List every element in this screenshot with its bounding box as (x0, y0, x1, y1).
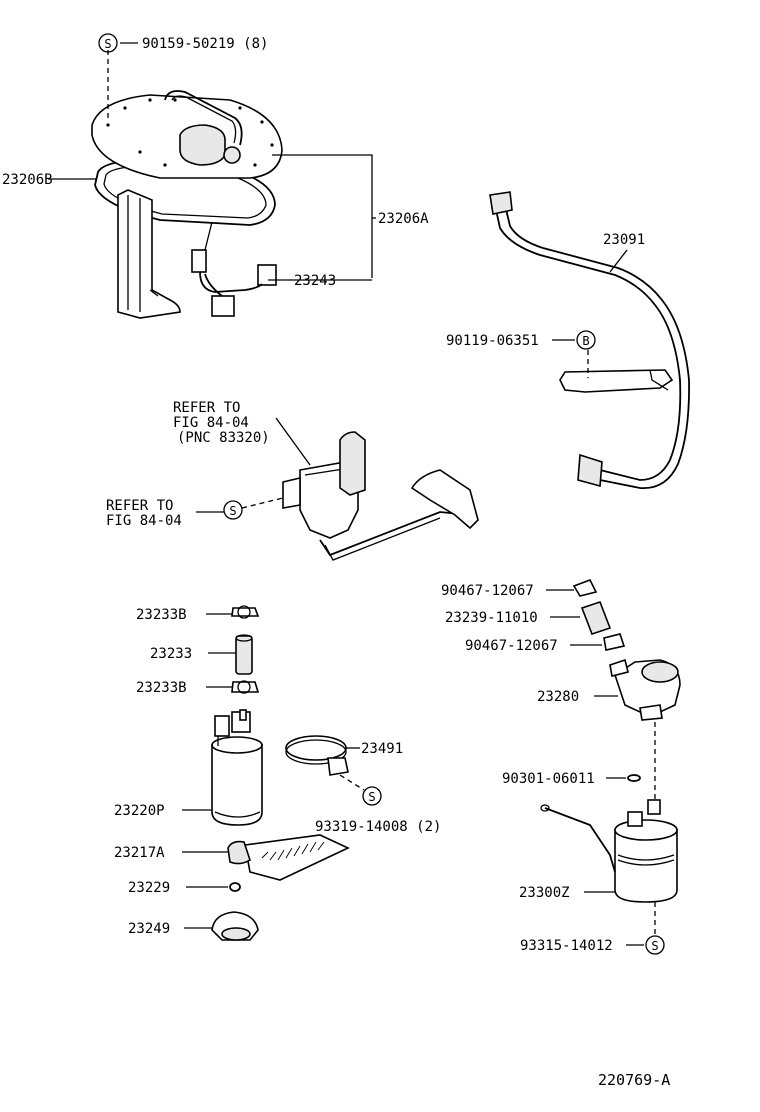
label-90301-06011: 90301-06011 (502, 771, 595, 787)
symbol-s-90159: S (98, 33, 118, 53)
fuel-hose-23091[interactable] (489, 191, 690, 489)
pump-band-23491[interactable] (285, 735, 349, 776)
label-23217A: 23217A (114, 845, 165, 861)
symbol-s-refer: S (223, 500, 243, 520)
symbol-b-90119: B (576, 330, 596, 350)
label-90159-50219: 90159-50219 (8) (142, 36, 268, 52)
label-pnc-83320: (PNC 83320) (177, 430, 270, 446)
fuel-filter-23300Z[interactable] (540, 799, 678, 903)
label-23091: 23091 (603, 232, 645, 248)
fuel-pump-23220P[interactable] (211, 709, 263, 826)
o-ring-90301[interactable] (627, 774, 641, 782)
label-93319-14008: 93319-14008 (2) (315, 819, 441, 835)
svg-text:B: B (582, 334, 589, 348)
label-23206A: 23206A (378, 211, 429, 227)
pump-bracket[interactable] (117, 189, 181, 319)
clip-90467-top[interactable] (572, 578, 598, 597)
label-23206B: 23206B (2, 172, 53, 188)
o-ring-23229[interactable] (229, 882, 241, 892)
figure-id: 220769-A (598, 1071, 670, 1089)
fuel-filter-23217A[interactable] (227, 834, 350, 881)
label-23229: 23229 (128, 880, 170, 896)
label-90119-06351: 90119-06351 (446, 333, 539, 349)
fuel-sender-plate[interactable] (91, 90, 283, 179)
symbol-s-93319: S (362, 786, 382, 806)
label-23233B-bottom: 23233B (136, 680, 187, 696)
label-refer-to-2: REFER TO (106, 498, 173, 514)
cushion-23249[interactable] (211, 911, 259, 941)
label-23239-11010: 23239-11010 (445, 610, 538, 626)
clip-23233B-bottom[interactable] (231, 680, 260, 694)
svg-text:S: S (368, 790, 375, 804)
label-90467-12067-bottom: 90467-12067 (465, 638, 558, 654)
hose-23239[interactable] (580, 600, 612, 636)
label-fig-84-04-1: FIG 84-04 (173, 415, 249, 431)
pressure-regulator-23280[interactable] (609, 658, 681, 721)
clip-23233B-top[interactable] (231, 605, 260, 619)
fuel-sender-gauge[interactable] (282, 431, 479, 561)
label-23233B-top: 23233B (136, 607, 187, 623)
label-fig-84-04-2: FIG 84-04 (106, 513, 182, 529)
label-23233: 23233 (150, 646, 192, 662)
label-refer-to-1: REFER TO (173, 400, 240, 416)
hose-23233[interactable] (235, 634, 253, 675)
clip-90467-bottom[interactable] (603, 633, 626, 651)
label-23243: 23243 (294, 273, 336, 289)
svg-text:S: S (229, 504, 236, 518)
symbol-s-93315: S (645, 935, 665, 955)
label-93315-14012: 93315-14012 (520, 938, 613, 954)
svg-text:S: S (104, 37, 111, 51)
label-23280: 23280 (537, 689, 579, 705)
label-23220P: 23220P (114, 803, 165, 819)
label-23300Z: 23300Z (519, 885, 570, 901)
label-90467-12067-top: 90467-12067 (441, 583, 534, 599)
hose-clamp-bracket[interactable] (559, 369, 674, 393)
svg-text:S: S (651, 939, 658, 953)
label-23491: 23491 (361, 741, 403, 757)
label-23249: 23249 (128, 921, 170, 937)
wire-harness-23243[interactable] (191, 221, 277, 317)
